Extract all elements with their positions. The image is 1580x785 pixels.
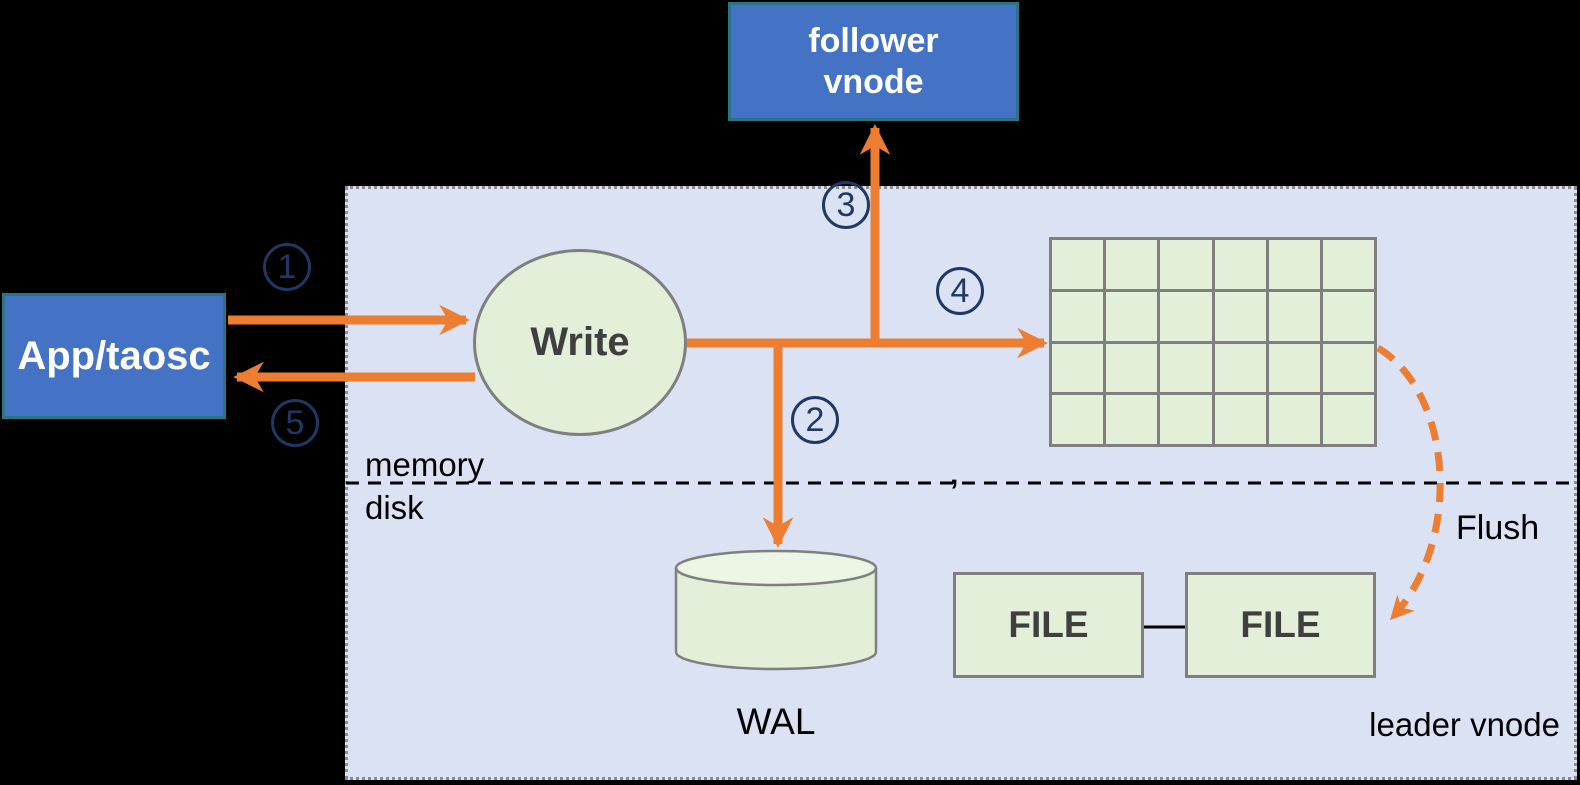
step-1-number: 1 <box>277 247 297 286</box>
file-box-2: FILE <box>1185 572 1376 678</box>
grid-cell <box>1268 343 1320 393</box>
wal-cylinder-body <box>674 568 878 671</box>
grid-cell <box>1106 240 1158 289</box>
leader-vnode-label: leader vnode <box>1369 706 1560 743</box>
grid-cell <box>1268 395 1320 444</box>
step-3-badge: 3 <box>822 181 870 229</box>
file-box-1: FILE <box>953 572 1144 678</box>
step-2-badge: 2 <box>791 396 839 444</box>
grid-cell <box>1106 291 1158 341</box>
grid-cell <box>1214 291 1266 341</box>
step-1-badge: 1 <box>263 243 311 291</box>
step-2-number: 2 <box>805 400 825 439</box>
step-3-number: 3 <box>836 185 856 224</box>
flush-label: Flush <box>1456 509 1540 547</box>
grid-cell <box>1052 395 1104 444</box>
app-taosc-box: App/taosc <box>2 293 226 419</box>
grid-cell <box>1322 343 1374 393</box>
grid-cell <box>1268 291 1320 341</box>
disk-region-label: disk <box>365 489 424 526</box>
file-box-2-label: FILE <box>1240 604 1321 645</box>
wal-cylinder-top <box>674 549 878 587</box>
step-4-badge: 4 <box>936 267 984 315</box>
grid-cell <box>1268 240 1320 289</box>
wal-label: WAL <box>736 701 816 742</box>
step-4-number: 4 <box>950 271 970 310</box>
memory-region-label: memory <box>365 446 485 483</box>
wal-cylinder <box>674 549 878 671</box>
grid-cell <box>1214 240 1266 289</box>
step-5-badge: 5 <box>271 399 319 447</box>
grid-cell <box>1160 240 1212 289</box>
app-taosc-label: App/taosc <box>17 333 211 378</box>
grid-cell <box>1160 395 1212 444</box>
grid-cell <box>1322 291 1374 341</box>
grid-cell <box>1106 395 1158 444</box>
write-node: Write <box>473 249 687 436</box>
follower-vnode-box: follower vnode <box>728 2 1019 121</box>
grid-cell <box>1160 343 1212 393</box>
grid-cell <box>1052 291 1104 341</box>
grid-cell <box>1052 343 1104 393</box>
grid-cell <box>1160 291 1212 341</box>
grid-cell <box>1322 240 1374 289</box>
step-5-number: 5 <box>285 403 305 442</box>
write-label: Write <box>530 320 630 364</box>
stray-comma-mark: , <box>950 458 959 491</box>
grid-cell <box>1052 240 1104 289</box>
file-box-1-label: FILE <box>1008 604 1089 645</box>
grid-cell <box>1214 343 1266 393</box>
follower-vnode-label-line1: follower <box>808 21 939 60</box>
follower-vnode-label-line2: vnode <box>823 62 924 101</box>
grid-cell <box>1322 395 1374 444</box>
grid-cell <box>1106 343 1158 393</box>
mem-table <box>1049 237 1377 447</box>
grid-cell <box>1214 395 1266 444</box>
